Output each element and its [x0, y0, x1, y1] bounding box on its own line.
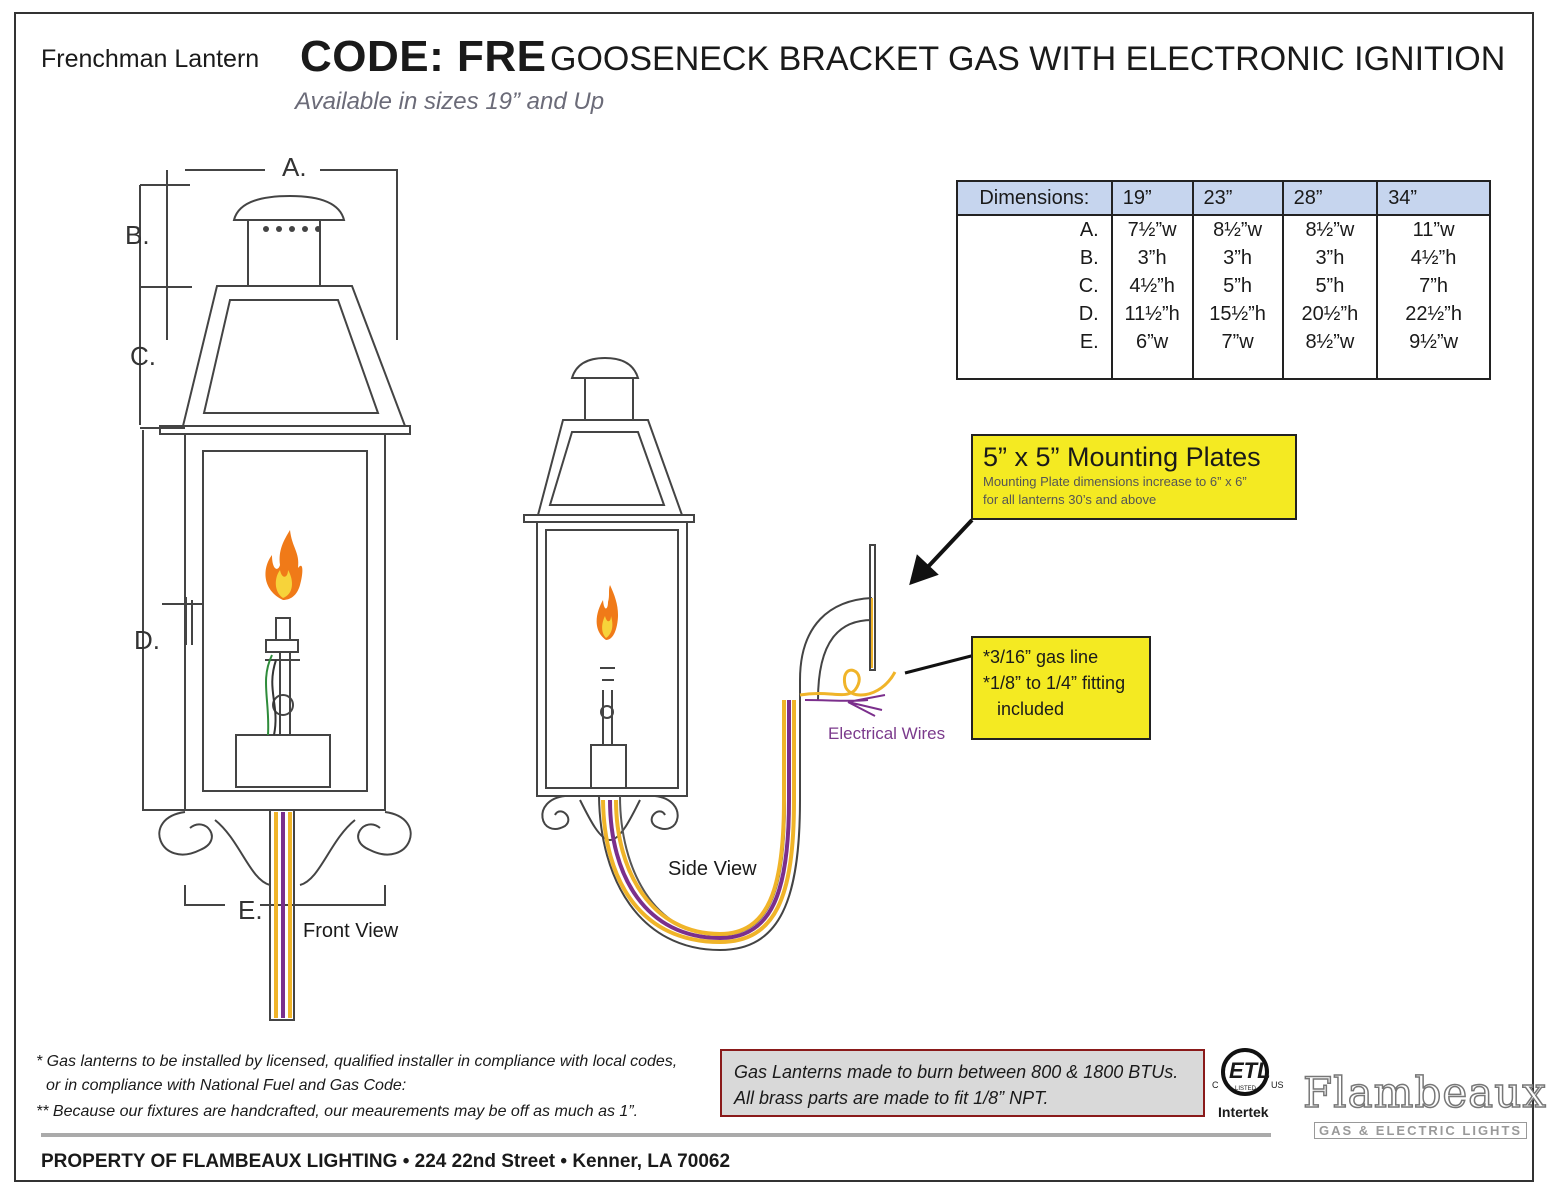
- mounting-plate-note-2: for all lanterns 30’s and above: [983, 492, 1157, 507]
- side-chimney: [584, 377, 634, 421]
- side-ledge: [523, 514, 695, 523]
- front-scroll-right: [299, 811, 412, 886]
- gas-callout-leader: [904, 653, 976, 675]
- footer-divider: [41, 1133, 1271, 1137]
- gas-line-callout: *3/16” gas line *1/8” to 1/4” fitting in…: [971, 636, 1151, 740]
- dim-d-line: [142, 430, 185, 811]
- side-body: [536, 521, 688, 797]
- front-scroll-left: [158, 811, 271, 886]
- dimensions-table: Dimensions: 19” 23” 28” 34” A. 7½”w 8½”w…: [956, 180, 1491, 380]
- dim-e-line: [184, 885, 386, 906]
- gooseneck-pipe-outer: [598, 597, 873, 952]
- flambeaux-tagline: GAS & ELECTRIC LIGHTS: [1314, 1122, 1528, 1139]
- dim-c-label: C.: [130, 341, 156, 371]
- btu-line-2: All brass parts are made to fit 1/8” NPT…: [734, 1088, 1049, 1108]
- mounting-plate-note-1: Mounting Plate dimensions increase to 6”…: [983, 474, 1247, 489]
- intertek-text: Intertek: [1218, 1104, 1269, 1120]
- front-wires: [264, 654, 277, 736]
- front-hood-glass: [202, 299, 380, 414]
- table-row: A. 7½”w 8½”w 8½”w 11”w: [956, 215, 1491, 244]
- dim-b-ticks: [140, 184, 192, 288]
- column-34: 34”: [1376, 180, 1491, 216]
- front-body: [184, 433, 386, 811]
- wire-tail: [804, 694, 886, 717]
- front-gas-wire-stripes: [274, 812, 292, 1018]
- footer-address: PROPERTY OF FLAMBEAUX LIGHTING • 224 22n…: [41, 1151, 731, 1172]
- etl-c-text: C: [1212, 1080, 1219, 1090]
- handcrafted-note: ** Because our fixtures are handcrafted,…: [36, 1103, 639, 1120]
- gas-fitting-included: included: [997, 699, 1065, 719]
- install-note-2: or in compliance with National Fuel and …: [46, 1077, 407, 1094]
- mounting-plate: [869, 544, 876, 671]
- dim-a-label: A.: [282, 152, 307, 182]
- side-gas-wire-stripes: [601, 700, 796, 945]
- table-spacer-row: [956, 356, 1491, 379]
- front-pipe: [269, 809, 295, 1021]
- dim-b-label: B.: [125, 220, 150, 250]
- side-hood: [536, 419, 684, 516]
- front-flame-icon: [265, 530, 303, 600]
- side-burner-box: [590, 744, 627, 789]
- mounting-plate-callout: 5” x 5” Mounting Plates Mounting Plate d…: [971, 434, 1297, 520]
- front-burner-box: [235, 734, 331, 788]
- front-ledge: [159, 425, 411, 435]
- front-cap: [232, 194, 346, 221]
- etl-listed-mark: ETL C US LISTED Intertek: [1212, 1046, 1284, 1122]
- etl-listed-text: LISTED: [1235, 1086, 1257, 1092]
- table-row: E. 6”w 7”w 8½”w 9½”w: [956, 328, 1491, 356]
- install-note-1: * Gas lanterns to be installed by licens…: [36, 1053, 678, 1070]
- gas-fitting-size: *1/8” to 1/4” fitting: [983, 673, 1126, 693]
- side-cap: [570, 356, 640, 379]
- front-burner-valve: [275, 617, 291, 641]
- page-border: [14, 12, 1534, 1182]
- dim-c-line: [139, 290, 185, 429]
- product-subtitle: Frenchman Lantern: [41, 45, 260, 73]
- side-glass: [545, 529, 679, 789]
- table-row: B. 3”h 3”h 3”h 4½”h: [956, 244, 1491, 272]
- front-vent-holes: [263, 226, 321, 232]
- front-chimney: [247, 219, 321, 287]
- mounting-plate-arrow: [909, 518, 974, 586]
- dimensions-header: Dimensions:: [956, 180, 1113, 216]
- dim-a-line: [185, 169, 398, 340]
- front-glass: [202, 450, 368, 792]
- etl-mark-text: ETL: [1229, 1058, 1271, 1083]
- gas-line-coil: [799, 598, 897, 697]
- electrical-wires-label: Electrical Wires: [828, 724, 946, 743]
- btu-line-1: Gas Lanterns made to burn between 800 & …: [734, 1062, 1179, 1082]
- dim-d-label: D.: [134, 625, 160, 655]
- table-row: C. 4½”h 5”h 5”h 7”h: [956, 272, 1491, 300]
- column-28: 28”: [1281, 180, 1379, 216]
- btu-box: Gas Lanterns made to burn between 800 & …: [720, 1049, 1205, 1117]
- column-19: 19”: [1110, 180, 1194, 216]
- mounting-plate-title: 5” x 5” Mounting Plates: [983, 442, 1261, 472]
- dim-e-label: E.: [238, 895, 263, 925]
- front-door-handle: [162, 597, 203, 645]
- side-view-label: Side View: [668, 858, 757, 880]
- sizes-note: Available in sizes 19” and Up: [295, 88, 605, 115]
- side-hood-glass: [548, 431, 666, 506]
- gas-line-size: *3/16” gas line: [983, 647, 1099, 667]
- front-view-label: Front View: [303, 920, 399, 942]
- table-row: D. 11½”h 15½”h 20½”h 22½”h: [956, 300, 1491, 328]
- column-23: 23”: [1191, 180, 1284, 216]
- etl-circle-icon: [1221, 1048, 1269, 1096]
- etl-us-text: US: [1271, 1080, 1284, 1090]
- product-code: CODE: FRE: [300, 32, 547, 81]
- side-flame-icon: [596, 585, 619, 640]
- product-headline: GOOSENECK BRACKET GAS WITH ELECTRONIC IG…: [550, 40, 1506, 78]
- flambeaux-logo: Flambeaux: [1302, 1067, 1547, 1118]
